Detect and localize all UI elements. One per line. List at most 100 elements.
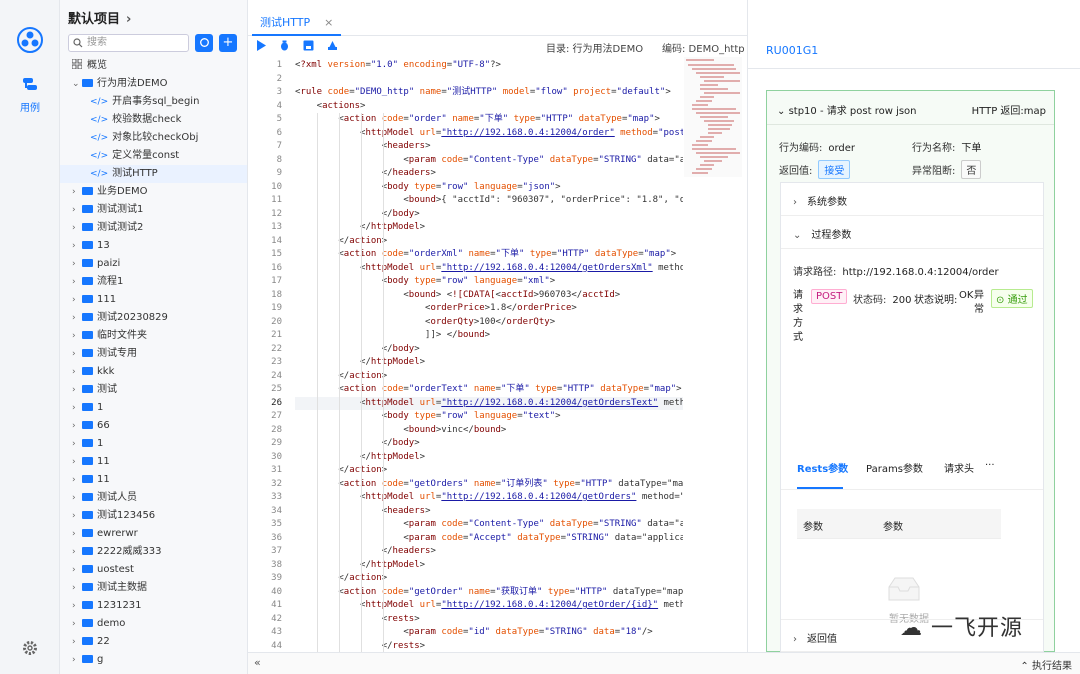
chevron-right-icon: › — [72, 223, 76, 233]
step-header[interactable]: ⌄ stp10 - 请求 post row json HTTP 返回:map — [767, 91, 1054, 125]
tree-overview[interactable]: 概览 — [72, 57, 107, 75]
return-value-tag: 接受 — [818, 160, 851, 179]
folder-icon — [82, 565, 93, 573]
more-tabs-button[interactable]: ··· — [985, 460, 995, 471]
debug-icon[interactable] — [279, 40, 290, 51]
tree-folder[interactable]: ›测试主数据 — [72, 579, 147, 597]
code-line: <param code="id" dataType="STRING" data=… — [295, 627, 653, 637]
tree-folder[interactable]: ›临时文件夹 — [72, 327, 147, 345]
tree-folder[interactable]: ›13 — [72, 237, 110, 255]
tree-folder[interactable]: ›2222威威333 — [72, 543, 162, 561]
tree-folder[interactable]: ›11 — [72, 453, 110, 471]
code-area[interactable]: <?xml version="1.0" encoding="UTF-8"?><r… — [295, 57, 683, 652]
tree-node-label: 1 — [97, 402, 104, 413]
tree-folder[interactable]: ›流程1 — [72, 273, 123, 291]
tree-folder[interactable]: ›业务DEMO — [72, 183, 148, 201]
tree-node-label: 业务DEMO — [97, 186, 148, 197]
pass-text: 通过 — [1007, 295, 1028, 306]
tab-request-headers[interactable]: 请求头 — [944, 464, 974, 475]
line-number: 4 — [276, 100, 282, 111]
folder-icon — [82, 601, 93, 609]
gear-icon[interactable] — [22, 640, 38, 656]
tree-node-label: 测试测试1 — [97, 204, 144, 215]
search-input[interactable]: 搜索 — [68, 34, 189, 52]
tree-node-label: 定义常量const — [112, 150, 180, 161]
tree-node-label: kkk — [97, 366, 115, 377]
run-icon[interactable] — [256, 40, 267, 51]
tree-folder[interactable]: ›测试测试2 — [72, 219, 143, 237]
tree-file[interactable]: </>校验数据check — [90, 111, 181, 129]
process-params-section[interactable]: ⌄过程参数 — [781, 216, 1043, 249]
tree-folder[interactable]: ›11 — [72, 471, 110, 489]
project-tree-panel: 默认项目› 搜索 + 概览⌄行为用法DEMO</>开启事务sql_begin</… — [60, 0, 248, 674]
tree-file[interactable]: </>测试HTTP — [60, 165, 247, 183]
tree-file[interactable]: </>对象比较checkObj — [90, 129, 198, 147]
tree-folder[interactable]: ›1 — [72, 399, 103, 417]
line-number: 42 — [271, 613, 282, 624]
tree-folder[interactable]: ›demo — [72, 615, 125, 633]
tree-folder[interactable]: ›测试123456 — [72, 507, 155, 525]
tab-result[interactable]: RU001G1 — [766, 44, 819, 57]
tree-file[interactable]: </>开启事务sql_begin — [90, 93, 199, 111]
format-icon[interactable] — [327, 40, 338, 51]
system-params-header: ›系统参数 — [793, 193, 847, 208]
tree-folder[interactable]: ⌄行为用法DEMO — [72, 75, 168, 93]
tree-node-label: 22 — [97, 636, 110, 647]
line-number: 16 — [271, 262, 282, 273]
tree-folder[interactable]: ›测试测试1 — [72, 201, 143, 219]
refresh-button[interactable] — [195, 34, 213, 52]
tree-folder[interactable]: › 22 — [72, 633, 110, 651]
project-title[interactable]: 默认项目› — [68, 8, 131, 27]
line-number: 43 — [271, 627, 282, 637]
tab-test-http[interactable]: 测试HTTP× — [252, 10, 342, 36]
tree-folder[interactable]: ›测试专用 — [72, 345, 137, 363]
tree-folder[interactable]: ›kkk — [72, 363, 114, 381]
tree-node-label: 测试专用 — [97, 348, 137, 359]
return-value-section[interactable]: ›返回值 — [781, 619, 1043, 652]
code-line: <?xml version="1.0" encoding="UTF-8"?> — [295, 60, 501, 70]
tree-folder[interactable]: ›测试20230829 — [72, 309, 168, 327]
exec-result-toggle[interactable]: ⌃ 执行结果 — [1020, 657, 1072, 672]
process-params-header: ⌄过程参数 — [793, 226, 851, 241]
tree-file[interactable]: </>定义常量const — [90, 147, 179, 165]
folder-icon — [82, 385, 93, 393]
code-line: <action code="orderXml" name="下单" type="… — [295, 249, 677, 259]
code-minimap[interactable] — [684, 57, 742, 177]
panel-splitter[interactable] — [747, 0, 748, 674]
tree-node-label: 流程1 — [97, 276, 124, 287]
tree-folder[interactable]: ›1 — [72, 435, 103, 453]
collapse-button[interactable]: « — [254, 656, 261, 669]
nav-use-case[interactable]: 用例 — [10, 76, 50, 114]
tree-folder[interactable]: ›66 — [72, 417, 110, 435]
editor-toolbar: 目录: 行为用法DEMO 编码: DEMO_http — [248, 36, 748, 56]
tree-folder[interactable]: ›1231231 — [72, 597, 142, 615]
folder-icon — [82, 619, 93, 627]
tree-folder[interactable]: ›测试 — [72, 381, 117, 399]
code-line: </action> — [295, 465, 388, 475]
close-icon[interactable]: × — [324, 16, 334, 29]
tab-rests-params[interactable]: Rests参数 — [797, 464, 849, 475]
indent-guide — [383, 113, 384, 652]
add-button[interactable]: + — [219, 34, 237, 52]
tab-params-params[interactable]: Params参数 — [866, 464, 923, 475]
folder-icon — [82, 475, 93, 483]
tree-node-label: 11 — [97, 474, 110, 485]
line-number: 34 — [271, 505, 282, 516]
wechat-icon: ☁ — [900, 616, 923, 641]
tree-folder[interactable]: ›uostest — [72, 561, 134, 579]
chevron-right-icon: › — [72, 637, 76, 647]
code-line: </body> — [295, 343, 420, 354]
folder-icon — [82, 457, 93, 465]
save-icon[interactable] — [303, 40, 314, 51]
system-params-section[interactable]: ›系统参数 — [781, 183, 1043, 216]
empty-inbox-icon — [888, 577, 920, 601]
tree-folder[interactable]: ›paizi — [72, 255, 120, 273]
tree-folder[interactable]: ›测试人员 — [72, 489, 137, 507]
tree-folder[interactable]: ›ewrerwr — [72, 525, 138, 543]
code-line: <headers> — [295, 141, 431, 151]
search-placeholder: 搜索 — [87, 37, 107, 48]
tree-folder[interactable]: ›g — [72, 651, 103, 669]
chevron-right-icon: › — [72, 259, 76, 269]
code-line: </rests> — [295, 640, 426, 651]
tree-folder[interactable]: ›111 — [72, 291, 116, 309]
